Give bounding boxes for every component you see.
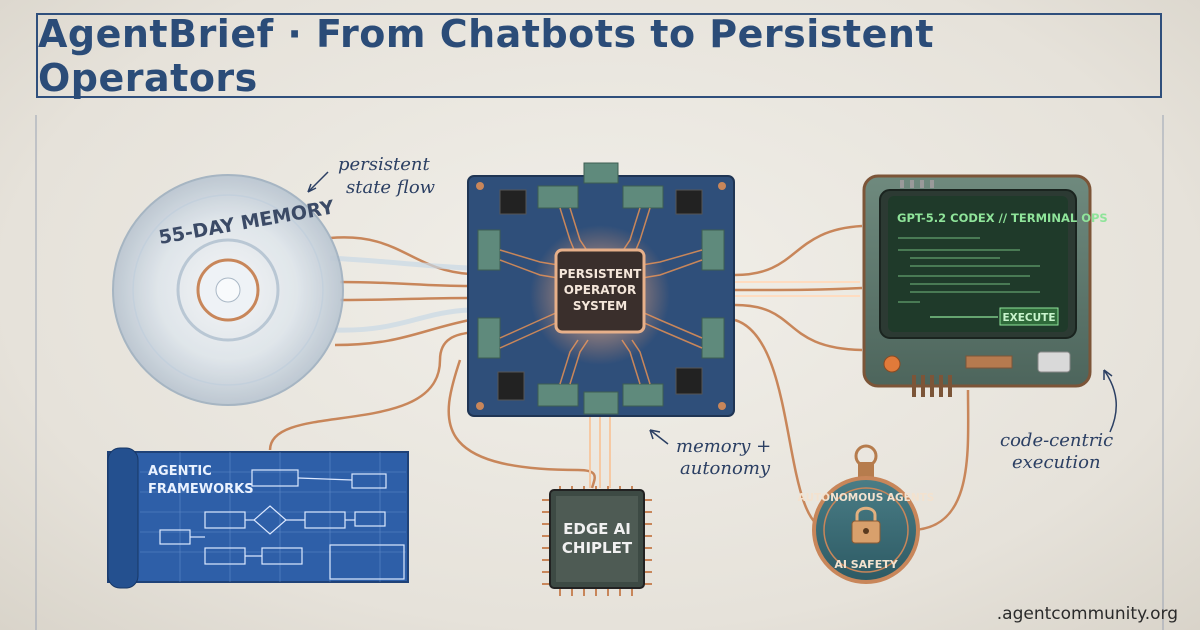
note-memory-line2: autonomy: [680, 458, 771, 479]
note-code-line1: code-centric: [1000, 430, 1113, 451]
note-code: code-centric execution: [1000, 369, 1117, 473]
execute-button-label: EXECUTE: [1002, 312, 1055, 324]
edge-chip-line2: CHIPLET: [562, 539, 633, 557]
note-persistent: persistent state flow: [307, 154, 436, 198]
wire-disc-low: [334, 318, 471, 347]
note-code-line2: execution: [1012, 452, 1101, 473]
wire-disc-mid2: [339, 296, 471, 302]
blueprint-title-line2: FRAMEWORKS: [148, 482, 254, 497]
wire-terminal-low: [734, 303, 863, 352]
wire-disc-mid: [339, 280, 471, 288]
memory-disc: 55-DAY MEMORY: [112, 174, 344, 406]
glow-wires: [589, 281, 860, 488]
edge-chiplet: EDGE AI CHIPLET: [542, 486, 652, 596]
badge-bottom-text: AI SAFETY: [834, 558, 898, 571]
note-persistent-arrow: [307, 171, 329, 193]
wire-terminal-top: [734, 224, 863, 277]
monitor-button[interactable]: [1037, 351, 1071, 373]
note-memory: memory + autonomy: [649, 429, 771, 479]
blueprint-flowchart: [159, 469, 405, 580]
wire-terminal-mid: [734, 286, 863, 292]
translucent-tubes: [329, 255, 471, 333]
wire-blueprint: [268, 328, 481, 451]
note-memory-line1: memory +: [676, 436, 771, 457]
wire-terminal-badge: [909, 389, 970, 532]
chip-label-line1: PERSISTENT: [559, 267, 642, 281]
lock-icon: [851, 506, 881, 544]
terminal-code-lines: [898, 237, 1040, 303]
chip-label-line2: OPERATOR: [564, 283, 636, 297]
safety-badge: AUTONOMOUS AGENTS AI SAFETY: [798, 444, 935, 584]
power-indicator: [883, 355, 901, 373]
terminal-header: GPT-5.2 CODEX // TERMINAL OPS: [897, 211, 1108, 225]
note-persistent-line1: persistent: [338, 154, 430, 175]
badge-top-text: AUTONOMOUS AGENTS: [798, 492, 935, 504]
main-pcb: PERSISTENT OPERATOR SYSTEM: [467, 162, 735, 417]
edge-chip-line1: EDGE AI: [563, 520, 631, 538]
page-title: AgentBrief · From Chatbots to Persistent…: [38, 11, 935, 100]
footer-site[interactable]: .agentcommunity.org: [996, 604, 1178, 624]
chip-label-line3: SYSTEM: [573, 299, 627, 313]
title-box: AgentBrief · From Chatbots to Persistent…: [36, 11, 1162, 100]
wire-edge-loop: [447, 359, 596, 489]
execute-button[interactable]: EXECUTE: [999, 307, 1059, 326]
note-persistent-line2: state flow: [346, 177, 436, 198]
blueprint-title-line1: AGENTIC: [148, 464, 212, 479]
blueprint: AGENTIC FRAMEWORKS: [107, 447, 409, 589]
wire-disc-top: [329, 236, 471, 276]
terminal-monitor: GPT-5.2 CODEX // TERMINAL OPS EXECUTE: [862, 174, 1108, 397]
